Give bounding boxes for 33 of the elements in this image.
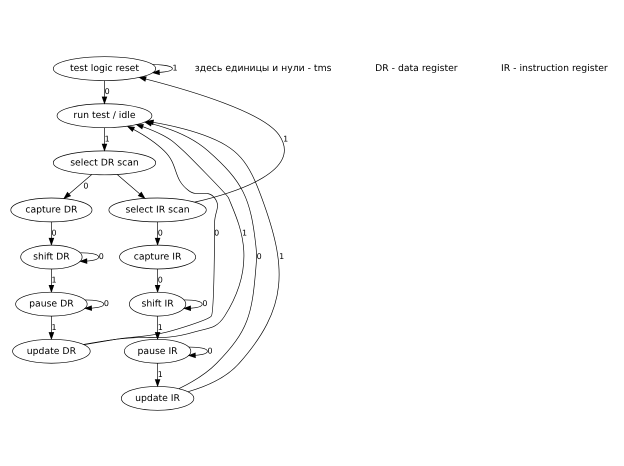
node-ellipse: pause IR bbox=[124, 338, 192, 364]
arrow bbox=[48, 268, 54, 292]
arrow bbox=[102, 80, 108, 104]
arrow bbox=[48, 221, 54, 246]
node-ellipse: pause DR bbox=[15, 291, 88, 316]
arrow bbox=[152, 64, 173, 75]
label: IR - instruction register bbox=[501, 62, 608, 74]
arrow bbox=[146, 119, 280, 392]
arrow bbox=[48, 315, 54, 340]
arrow bbox=[84, 125, 218, 345]
arrow bbox=[83, 124, 244, 344]
node-ellipse: update IR bbox=[120, 386, 194, 410]
node-ellipse: select IR scan bbox=[108, 197, 207, 222]
arrow bbox=[117, 174, 146, 198]
arrow bbox=[154, 268, 160, 292]
node-ellipse: shift IR bbox=[129, 291, 186, 316]
label: DR - data register bbox=[375, 62, 458, 74]
node-ellipse: select DR scan bbox=[52, 150, 156, 175]
arrow bbox=[84, 299, 104, 310]
arrow bbox=[188, 346, 208, 358]
arrow bbox=[154, 221, 160, 246]
node-ellipse: capture IR bbox=[119, 244, 196, 269]
arrow bbox=[63, 174, 92, 199]
node-ellipse: capture DR bbox=[10, 197, 92, 222]
arrow bbox=[79, 252, 99, 264]
arrow bbox=[138, 76, 285, 202]
arrow bbox=[154, 315, 160, 340]
arrow bbox=[154, 362, 160, 387]
arrow bbox=[182, 299, 203, 311]
node-ellipse: update DR bbox=[12, 338, 91, 364]
arrow bbox=[102, 126, 108, 152]
node-ellipse: shift DR bbox=[20, 244, 82, 269]
label: здесь единицы и нули - tms bbox=[194, 62, 332, 74]
